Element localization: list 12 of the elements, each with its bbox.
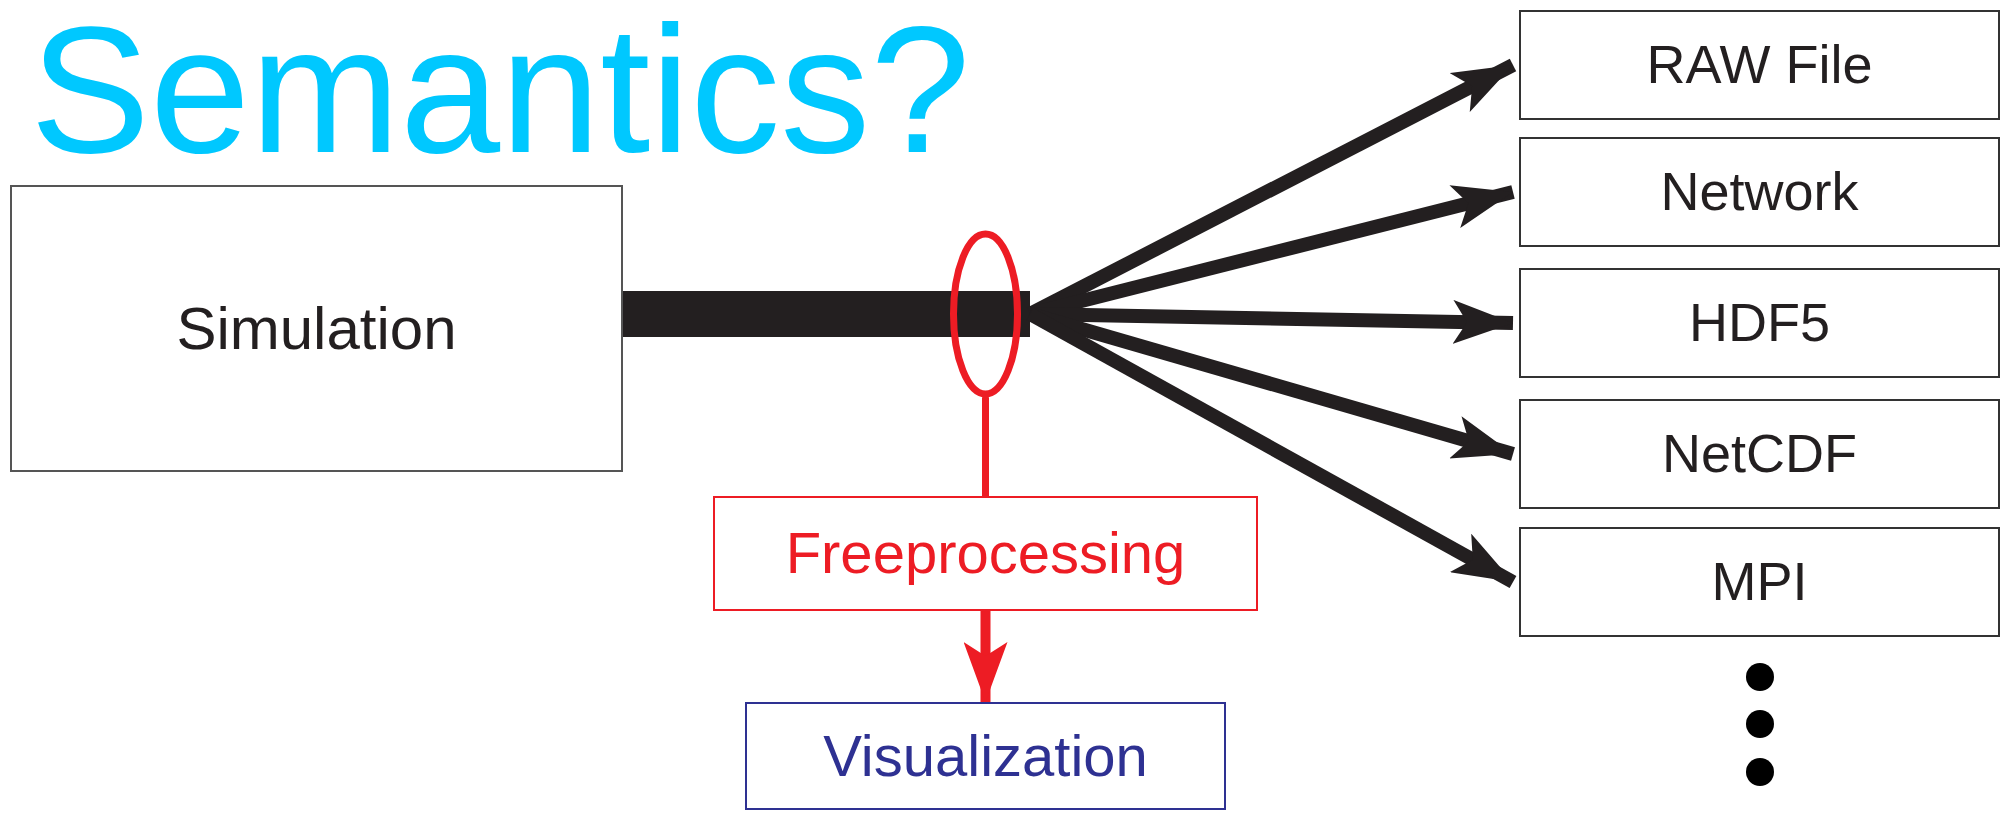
process-box: Freeprocessing (713, 496, 1258, 611)
arrow (963, 611, 1008, 702)
title: Semantics? (30, 0, 971, 180)
process-box: HDF5 (1519, 268, 2000, 378)
process-box: RAW File (1519, 10, 2000, 120)
process-box: NetCDF (1519, 399, 2000, 509)
process-box: MPI (1519, 527, 2000, 637)
process-box: Simulation (10, 185, 623, 472)
process-box: Network (1519, 137, 2000, 247)
process-box: Visualization (745, 702, 1226, 810)
tap-line (950, 230, 1021, 496)
cable-bundle (623, 291, 1030, 337)
